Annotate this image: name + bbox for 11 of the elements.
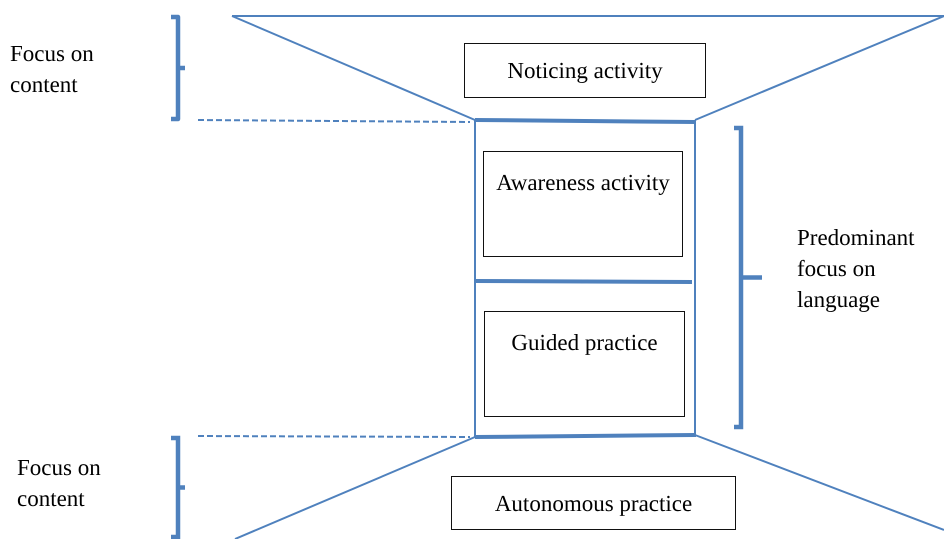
activity-box: [451, 476, 736, 530]
activity-box: [484, 311, 685, 417]
activity-box: [483, 151, 683, 257]
focus-label: Focus on content: [10, 40, 95, 99]
focus-label: Predominant focus on language: [797, 224, 916, 314]
focus-label: Focus on content: [17, 454, 102, 513]
activity-box: [464, 43, 706, 98]
box-label: Autonomous practice: [494, 490, 694, 518]
box-label: Guided practice: [510, 329, 659, 357]
box-label: Awareness activity: [495, 169, 671, 197]
box-label: Noticing activity: [506, 57, 664, 85]
